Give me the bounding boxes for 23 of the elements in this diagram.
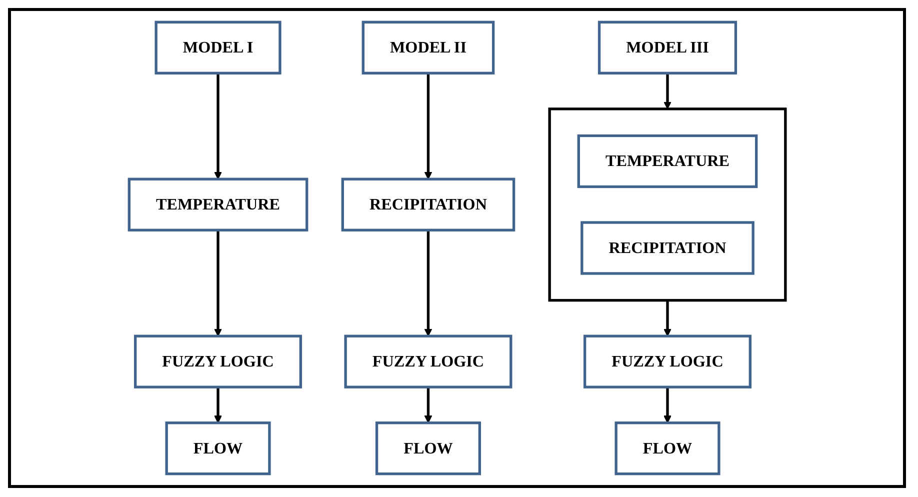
node-box: TEMPERATURE bbox=[128, 178, 308, 232]
node-box: RECIPITATION bbox=[580, 221, 754, 275]
node-box: FLOW bbox=[164, 422, 270, 476]
cluster bbox=[548, 108, 786, 302]
node-box: FUZZY LOGIC bbox=[344, 334, 512, 388]
node-box: MODEL II bbox=[362, 20, 494, 74]
arrow bbox=[424, 230, 432, 336]
arrow bbox=[663, 300, 672, 336]
node-box: MODEL III bbox=[598, 20, 737, 74]
arrow bbox=[214, 230, 222, 336]
node-box: FLOW bbox=[375, 422, 481, 476]
node-box: FLOW bbox=[614, 422, 720, 476]
node-box: FUZZY LOGIC bbox=[134, 334, 302, 388]
node-box: RECIPITATION bbox=[341, 178, 515, 232]
node-box: FUZZY LOGIC bbox=[583, 334, 752, 388]
arrow bbox=[214, 387, 222, 424]
arrow bbox=[424, 73, 432, 180]
node-box: TEMPERATURE bbox=[577, 134, 758, 188]
arrow bbox=[663, 387, 672, 424]
arrow bbox=[663, 73, 672, 110]
arrow bbox=[424, 387, 432, 424]
arrow bbox=[214, 73, 222, 180]
node-box: MODEL I bbox=[154, 20, 281, 74]
